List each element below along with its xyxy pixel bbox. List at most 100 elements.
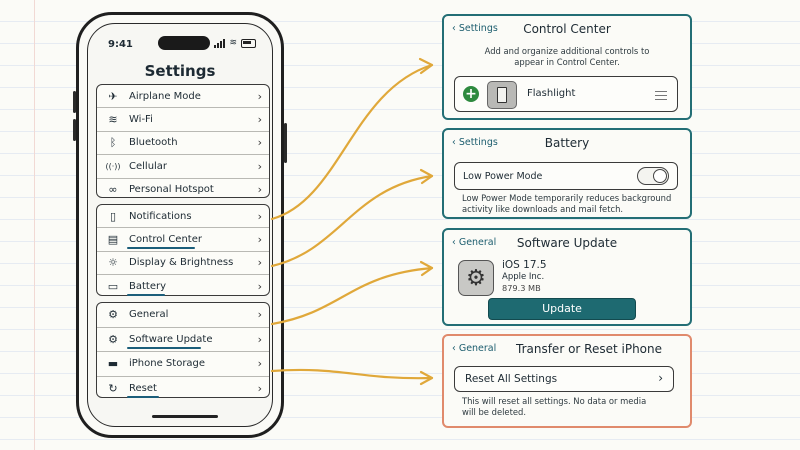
page-title: Settings bbox=[144, 62, 216, 80]
settings-row-cellular[interactable]: ((·)) Cellular › bbox=[97, 155, 269, 179]
chevron-right-icon: › bbox=[257, 357, 262, 371]
toggle-knob bbox=[653, 169, 667, 183]
settings-row-airplane-mode[interactable]: ✈ Airplane Mode › bbox=[97, 85, 269, 109]
update-button[interactable]: Update bbox=[488, 298, 636, 320]
settings-row-battery[interactable]: ▭ Battery › bbox=[97, 275, 269, 297]
row-label: Control Center bbox=[129, 234, 202, 246]
control-item-flashlight: + Flashlight bbox=[454, 76, 678, 112]
panel-title: Control Center bbox=[523, 22, 611, 36]
low-power-mode-toggle[interactable] bbox=[637, 167, 669, 185]
battery-status-icon bbox=[241, 38, 256, 48]
reset-all-settings-row[interactable]: Reset All Settings › bbox=[454, 366, 674, 392]
chevron-right-icon: › bbox=[257, 332, 262, 346]
settings-row-bluetooth[interactable]: ᛒ Bluetooth › bbox=[97, 132, 269, 156]
panel-description: Add and organize additional controls to … bbox=[484, 46, 650, 68]
add-control-button[interactable]: + bbox=[463, 86, 479, 102]
arrow-reset bbox=[270, 368, 434, 380]
arrow-head-battery bbox=[419, 168, 434, 185]
row-label: General bbox=[129, 309, 169, 321]
chevron-right-icon: › bbox=[658, 371, 663, 385]
low-power-mode-row: Low Power Mode bbox=[454, 162, 678, 190]
gear-icon: ⚙ bbox=[108, 308, 118, 322]
row-label: Airplane Mode bbox=[129, 90, 201, 102]
row-label: Notifications bbox=[129, 210, 192, 222]
chevron-right-icon: › bbox=[257, 256, 262, 270]
back-button[interactable]: ‹ General bbox=[452, 237, 496, 248]
back-label: General bbox=[458, 343, 497, 354]
settings-row-software-update[interactable]: ⚙ Software Update › bbox=[97, 328, 269, 353]
chevron-left-icon: ‹ bbox=[452, 137, 459, 148]
control-item-label: Flashlight bbox=[527, 88, 576, 99]
back-button[interactable]: ‹ General bbox=[452, 343, 496, 354]
settings-row-general[interactable]: ⚙ General › bbox=[97, 303, 269, 328]
row-label: Battery bbox=[129, 280, 167, 292]
chevron-right-icon: › bbox=[257, 183, 262, 197]
chevron-right-icon: › bbox=[257, 279, 262, 293]
chevron-right-icon: › bbox=[257, 382, 262, 396]
settings-group-system: ▯ Notifications › ▤ Control Center › ☼ D… bbox=[96, 204, 270, 296]
cellular-icon: ((·)) bbox=[105, 161, 121, 171]
settings-row-iphone-storage[interactable]: ▬ iPhone Storage › bbox=[97, 352, 269, 377]
reset-option-label: Reset All Settings bbox=[465, 373, 558, 385]
row-label: iPhone Storage bbox=[129, 358, 206, 370]
back-button[interactable]: ‹ Settings bbox=[452, 23, 498, 34]
settings-row-personal-hotspot[interactable]: ∞ Personal Hotspot › bbox=[97, 179, 269, 201]
row-label: Display & Brightness bbox=[129, 257, 234, 269]
arrow-control-center bbox=[270, 63, 434, 221]
settings-gear-icon: ⚙ bbox=[458, 260, 494, 296]
storage-icon: ▬ bbox=[107, 357, 119, 371]
panel-software-update: ‹ General Software Update ⚙ iOS 17.5 App… bbox=[442, 228, 692, 326]
back-label: General bbox=[458, 237, 497, 248]
back-button[interactable]: ‹ Settings bbox=[452, 137, 498, 148]
volume-up-button bbox=[73, 91, 76, 113]
bluetooth-icon: ᛒ bbox=[109, 136, 117, 150]
settings-row-display-brightness[interactable]: ☼ Display & Brightness › bbox=[97, 252, 269, 276]
panel-description: Low Power Mode temporarily reduces backg… bbox=[462, 193, 672, 215]
highlight-underline bbox=[127, 347, 201, 350]
highlight-underline bbox=[127, 246, 195, 249]
arrow-head-reset bbox=[419, 370, 434, 386]
arrow-head-software-update bbox=[419, 260, 434, 277]
status-icons: ≋ bbox=[214, 38, 256, 48]
update-vendor: Apple Inc. bbox=[502, 272, 545, 282]
status-time: 9:41 bbox=[108, 39, 133, 50]
chevron-right-icon: › bbox=[257, 233, 262, 247]
update-version: iOS 17.5 bbox=[502, 259, 547, 271]
phone-screen: 9:41 ≋ Settings ✈ Airplane Mode › ≋ Wi-F… bbox=[87, 23, 273, 427]
signal-icon bbox=[214, 38, 226, 48]
chevron-right-icon: › bbox=[257, 89, 262, 103]
chevron-right-icon: › bbox=[257, 136, 262, 150]
panel-title: Transfer or Reset iPhone bbox=[516, 342, 662, 356]
chevron-right-icon: › bbox=[257, 209, 262, 223]
panel-title: Battery bbox=[544, 136, 590, 150]
settings-row-wifi[interactable]: ≋ Wi-Fi › bbox=[97, 108, 269, 132]
drag-handle-icon[interactable] bbox=[655, 91, 667, 102]
battery-icon: ▭ bbox=[107, 279, 119, 293]
settings-row-notifications[interactable]: ▯ Notifications › bbox=[97, 205, 269, 229]
settings-row-reset[interactable]: ↻ Reset › bbox=[97, 377, 269, 401]
row-label: Cellular bbox=[129, 160, 168, 172]
row-label: Reset bbox=[129, 383, 157, 395]
iphone-mockup: 9:41 ≋ Settings ✈ Airplane Mode › ≋ Wi-F… bbox=[73, 12, 287, 438]
arrow-software-update bbox=[270, 266, 434, 326]
sun-icon: ☼ bbox=[108, 256, 118, 270]
settings-row-control-center[interactable]: ▤ Control Center › bbox=[97, 228, 269, 252]
panel-control-center: ‹ Settings Control Center Add and organi… bbox=[442, 14, 692, 120]
chevron-right-icon: › bbox=[257, 308, 262, 322]
highlight-underline bbox=[127, 396, 159, 399]
row-label: Software Update bbox=[129, 333, 213, 345]
panel-battery: ‹ Settings Battery Low Power Mode Low Po… bbox=[442, 128, 692, 219]
wifi-status-icon: ≋ bbox=[229, 38, 237, 48]
reset-icon: ↻ bbox=[108, 382, 118, 396]
update-size: 879.3 MB bbox=[502, 283, 541, 293]
panel-transfer-reset: ‹ General Transfer or Reset iPhone Reset… bbox=[442, 334, 692, 428]
bell-icon: ▯ bbox=[109, 209, 117, 223]
settings-group-general: ⚙ General › ⚙ Software Update › ▬ iPhone… bbox=[96, 302, 270, 401]
chevron-right-icon: › bbox=[257, 159, 262, 173]
hotspot-icon: ∞ bbox=[108, 183, 118, 197]
chevron-right-icon: › bbox=[257, 113, 262, 127]
row-label: Wi-Fi bbox=[129, 114, 153, 126]
dynamic-island bbox=[158, 36, 210, 50]
control-center-icon: ▤ bbox=[107, 233, 119, 247]
power-button bbox=[284, 123, 287, 163]
